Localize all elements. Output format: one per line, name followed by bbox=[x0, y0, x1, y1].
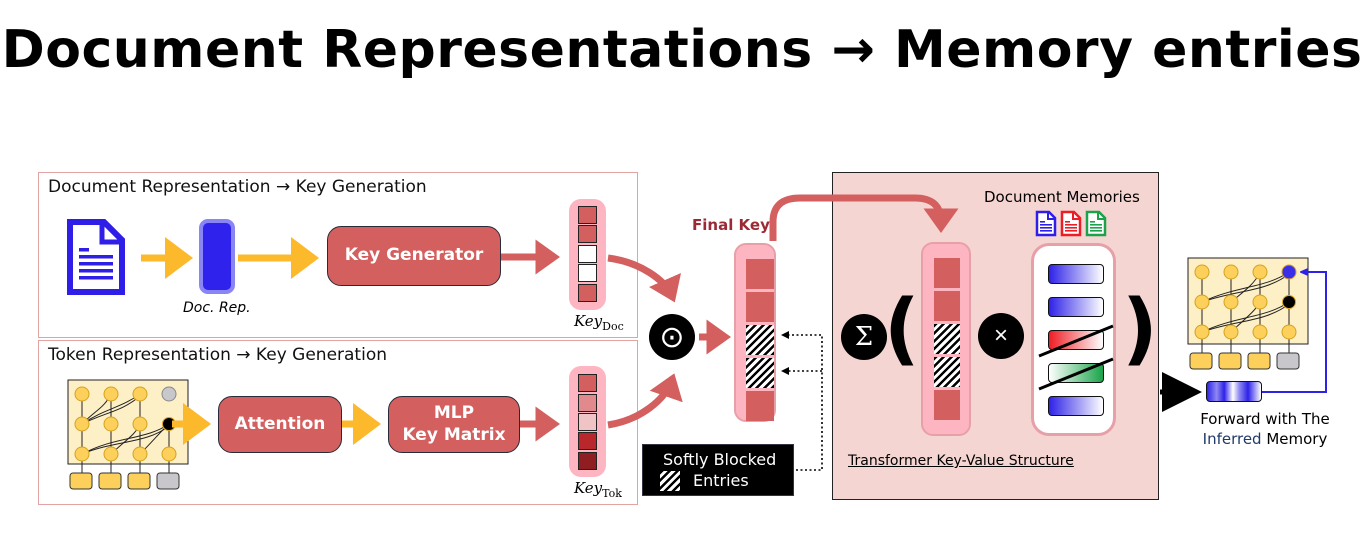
blocked-strike-line bbox=[1038, 324, 1114, 358]
transformer-kv-structure-label: Transformer Key-Value Structure bbox=[848, 453, 1074, 469]
multiply-symbol: × bbox=[993, 322, 1008, 349]
final-key-cell bbox=[746, 358, 774, 388]
key-tok-vector bbox=[569, 366, 606, 477]
inferred-word: Inferred bbox=[1202, 430, 1262, 449]
document-memory-icons bbox=[1035, 210, 1125, 238]
final-key-vector bbox=[734, 243, 776, 422]
key-generator-box: Key Generator bbox=[327, 226, 501, 286]
attention-box: Attention bbox=[218, 396, 342, 453]
sum-symbol: Σ bbox=[854, 322, 874, 352]
sum-operator: Σ bbox=[841, 314, 887, 360]
legend-line1: Softly Blocked bbox=[663, 450, 777, 469]
page-title: Document Representations → Memory entrie… bbox=[1, 20, 1363, 80]
elementwise-product-symbol: ⊙ bbox=[659, 320, 685, 354]
blocked-strike-line bbox=[1038, 357, 1114, 391]
memory-document-icon bbox=[1060, 210, 1082, 237]
key-tok-cell bbox=[578, 432, 597, 450]
open-parenthesis: ( bbox=[884, 284, 920, 374]
memory-value-entry bbox=[1048, 264, 1104, 284]
forward-label-line1: Forward with The bbox=[1200, 410, 1330, 428]
key-doc-cell bbox=[578, 206, 597, 224]
final-key-cell bbox=[746, 259, 774, 289]
kv-key-cell bbox=[934, 357, 960, 387]
doc-panel-title: Document Representation → Key Generation bbox=[48, 177, 427, 197]
key-doc-cell bbox=[578, 245, 597, 263]
forward-label: Forward with The Inferred Memory bbox=[1195, 409, 1335, 450]
softly-blocked-legend: Softly Blocked Entries bbox=[642, 444, 794, 496]
key-doc-vector bbox=[569, 199, 606, 310]
document-icon bbox=[67, 219, 125, 295]
multiply-operator: × bbox=[978, 313, 1024, 359]
final-key-label: Final Key bbox=[692, 216, 770, 234]
close-parenthesis: ) bbox=[1122, 284, 1158, 374]
kv-key-cell bbox=[934, 390, 960, 420]
key-tok-cell bbox=[578, 413, 597, 431]
key-tok-label: KeyTok bbox=[574, 479, 622, 500]
forward-label-line2: Inferred Memory bbox=[1195, 429, 1335, 449]
inferred-memory-network-diagram bbox=[1187, 257, 1309, 370]
final-key-cell bbox=[746, 391, 774, 421]
key-matrix-label: Key Matrix bbox=[402, 424, 506, 445]
mlp-label: MLP bbox=[433, 403, 475, 424]
elementwise-product-operator: ⊙ bbox=[649, 314, 695, 360]
mlp-key-matrix-box: MLP Key Matrix bbox=[388, 396, 520, 453]
inferred-memory-vector bbox=[1206, 381, 1262, 402]
key-doc-cell bbox=[578, 284, 597, 302]
tok-panel-title: Token Representation → Key Generation bbox=[48, 345, 387, 365]
token-network-diagram bbox=[67, 379, 189, 490]
memory-value-column bbox=[1031, 243, 1116, 436]
key-tok-cell bbox=[578, 452, 597, 470]
key-tok-label-subscript: Tok bbox=[602, 487, 622, 500]
key-doc-cell bbox=[578, 225, 597, 243]
key-doc-label-main: Key bbox=[574, 312, 603, 330]
kv-key-cell bbox=[934, 258, 960, 288]
memory-word: Memory bbox=[1261, 430, 1328, 449]
hatch-swatch-icon bbox=[660, 471, 680, 491]
kv-key-cell bbox=[934, 291, 960, 321]
memory-value-entry bbox=[1048, 297, 1104, 317]
final-key-cell bbox=[746, 292, 774, 322]
key-tok-cell bbox=[578, 374, 597, 392]
memory-document-icon bbox=[1085, 210, 1107, 237]
doc-representation-block bbox=[199, 219, 235, 294]
memory-document-icon bbox=[1035, 210, 1057, 237]
key-doc-cell bbox=[578, 264, 597, 282]
document-memories-label: Document Memories bbox=[984, 188, 1140, 206]
kv-key-vector bbox=[921, 242, 971, 436]
legend-line2: Entries bbox=[693, 471, 749, 490]
key-tok-cell bbox=[578, 394, 597, 412]
final-key-cell bbox=[746, 325, 774, 355]
key-tok-label-main: Key bbox=[574, 479, 603, 497]
key-doc-label-subscript: Doc bbox=[602, 320, 624, 333]
memory-value-entry bbox=[1048, 396, 1104, 416]
doc-rep-label: Doc. Rep. bbox=[183, 300, 251, 316]
kv-key-cell bbox=[934, 324, 960, 354]
key-doc-label: KeyDoc bbox=[574, 312, 624, 333]
